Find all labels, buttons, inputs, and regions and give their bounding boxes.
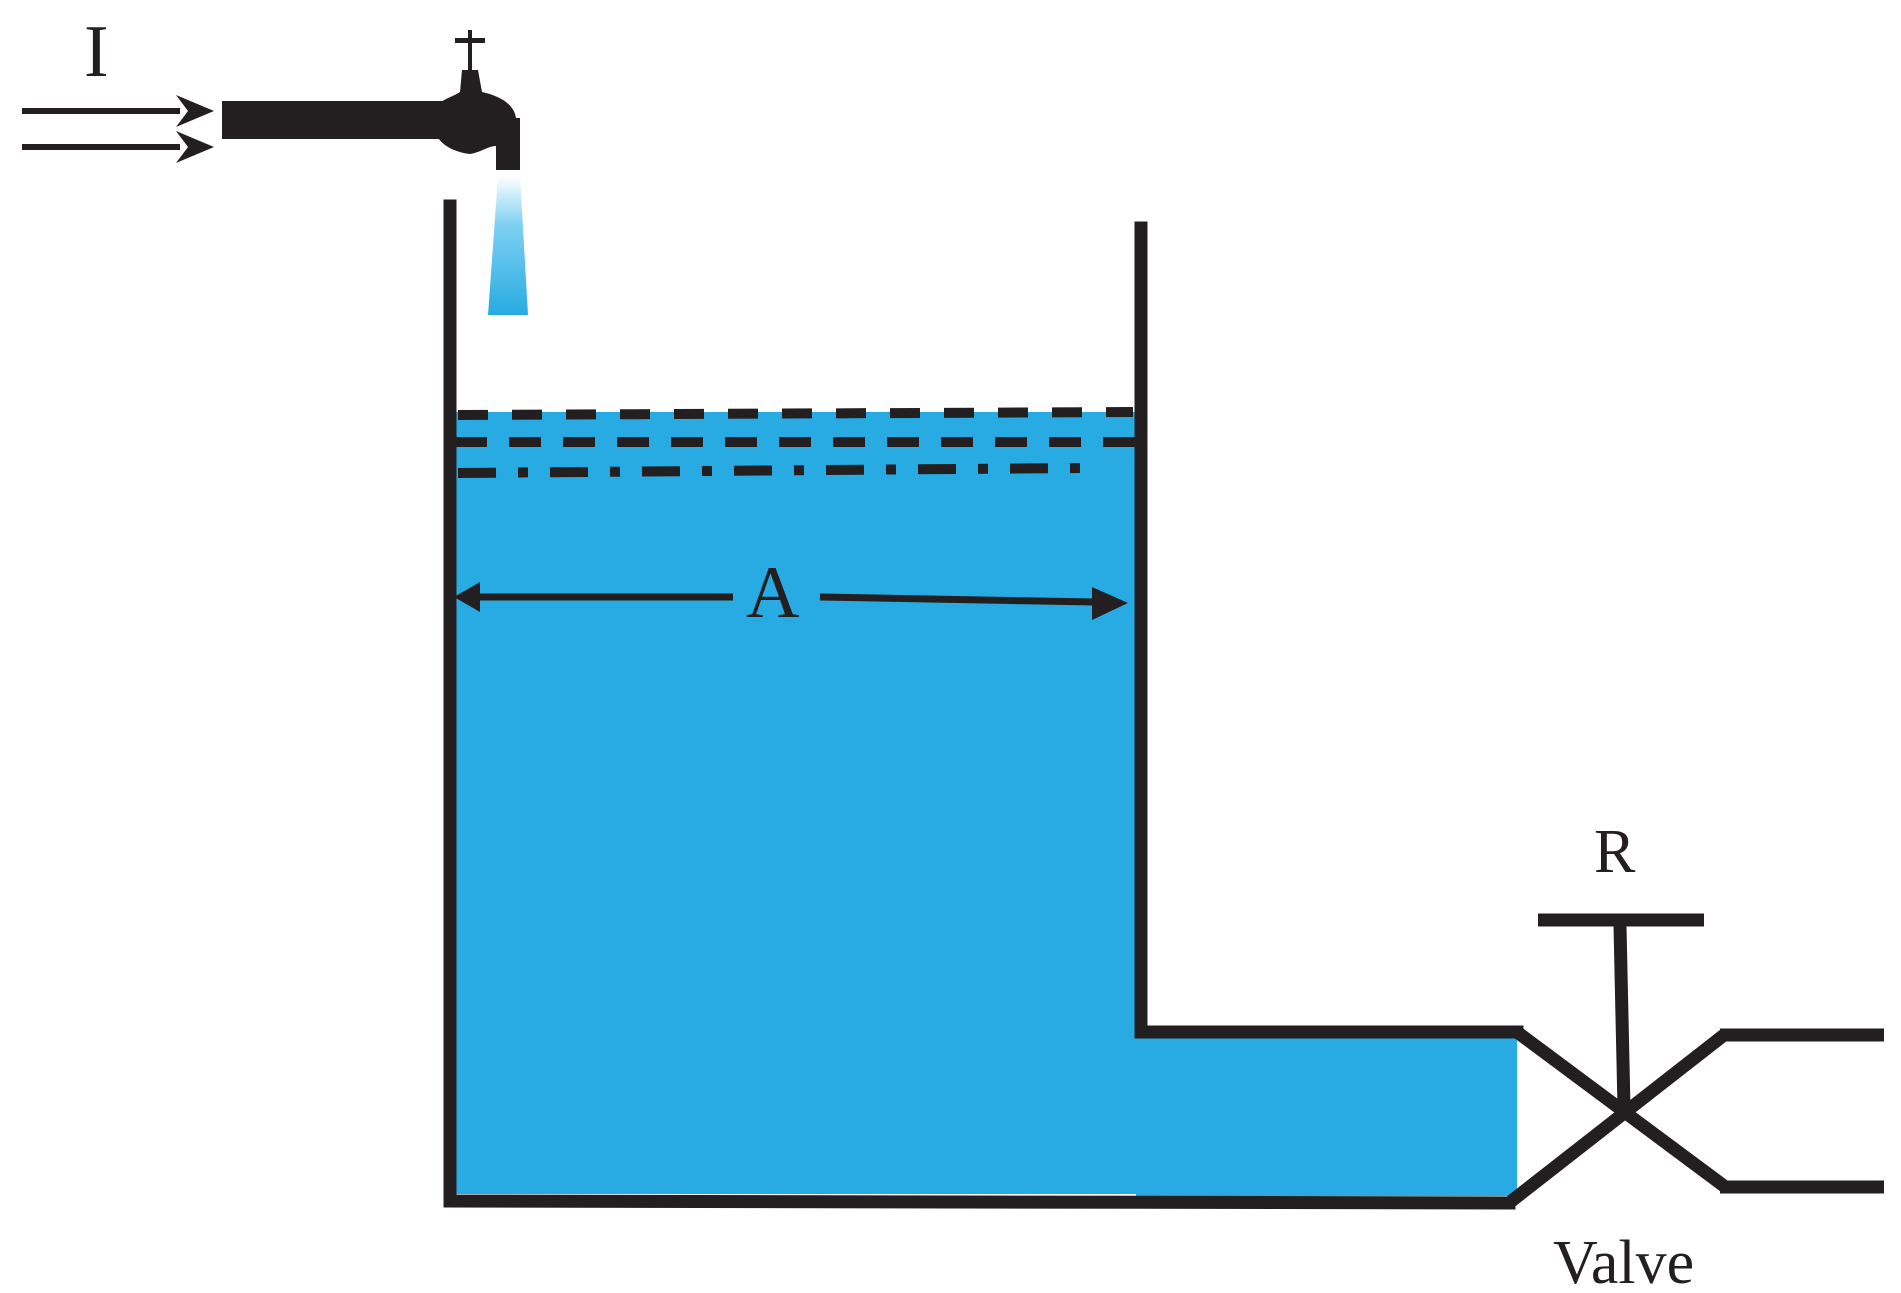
water-body: [455, 412, 1517, 1199]
inflow-arrow-icon: [22, 95, 214, 163]
valve-label: Valve: [1553, 1229, 1694, 1293]
valve-cross-b: [1504, 1029, 1729, 1209]
water-level-dashed-upper: [457, 407, 1134, 420]
tank-walls: [443, 199, 1524, 1210]
inflow-label: I: [84, 11, 109, 93]
faucet-icon: [438, 30, 520, 170]
area-dimension-arrow: [454, 582, 1128, 620]
valve-icon: [1504, 913, 1884, 1209]
valve-stem: [1613, 925, 1631, 1109]
tank-left-and-bottom-wall: [443, 199, 1516, 1210]
tank-right-wall-and-pipe-top: [1134, 221, 1524, 1039]
water-level-lines: [455, 407, 1136, 478]
inlet-pipe: [222, 101, 442, 139]
water-stream: [488, 176, 528, 315]
water-level-dashdot: [457, 463, 1081, 478]
resistance-label: R: [1594, 818, 1636, 886]
area-label: A: [746, 552, 799, 634]
